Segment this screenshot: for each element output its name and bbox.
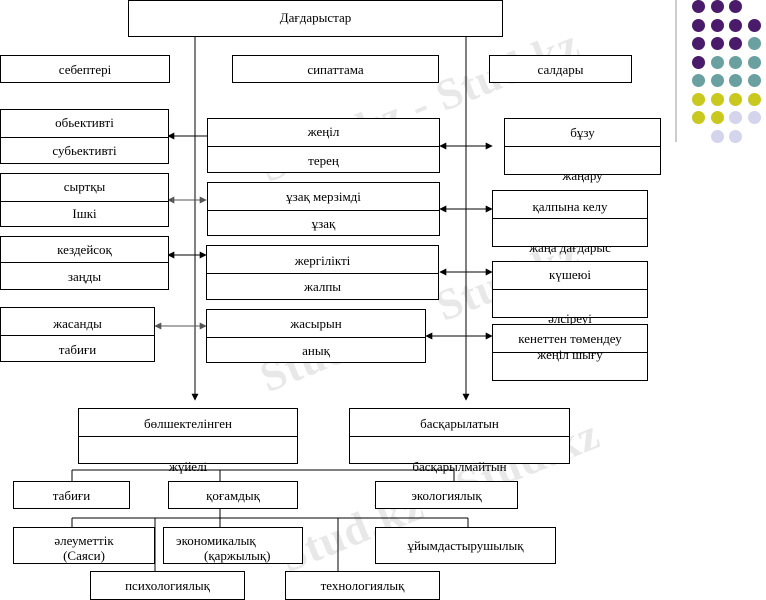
characteristic-pair-1: жеңіл терең bbox=[207, 118, 440, 173]
decorative-dot bbox=[747, 55, 761, 69]
consequence-pair-1: бұзу bbox=[504, 118, 661, 175]
decorative-dot bbox=[729, 111, 742, 124]
decorative-dot bbox=[729, 37, 742, 50]
characteristic-pair-3: жергілікті жалпы bbox=[206, 245, 439, 300]
decorative-dot bbox=[692, 111, 705, 124]
consequence-3-b: әлсіреуі bbox=[548, 311, 592, 326]
decorative-dot bbox=[729, 55, 742, 69]
consequences-header: салдары bbox=[489, 55, 632, 83]
decorative-dot bbox=[692, 18, 705, 32]
cause-pair-1: обьективті субьективті bbox=[0, 109, 169, 164]
decorative-dot bbox=[692, 92, 705, 106]
decorative-dot bbox=[692, 74, 705, 87]
managed-box: басқарылатын bbox=[349, 408, 570, 464]
consequence-2-b: жаңа дағдарыс bbox=[529, 240, 611, 255]
decorative-dot bbox=[710, 111, 724, 124]
decorative-dot bbox=[710, 74, 724, 87]
ecological-box: экологиялық bbox=[375, 481, 518, 509]
natural-box: табиғи bbox=[13, 481, 130, 509]
socio-political-box: әлеуметтік (Саяси) bbox=[13, 527, 155, 564]
systemic-label: жүйелі bbox=[168, 459, 208, 474]
technological-box: технологиялық bbox=[285, 571, 440, 600]
psychological-box: психологиялық bbox=[90, 571, 245, 600]
decorative-dot bbox=[747, 111, 761, 124]
characteristic-pair-2: ұзақ мерзімді ұзақ bbox=[207, 182, 440, 236]
decorative-dot bbox=[710, 129, 724, 143]
consequence-pair-3: күшеюі bbox=[492, 261, 648, 318]
characteristic-pair-4: жасырын анық bbox=[206, 309, 426, 363]
title-box: Дағдарыстар bbox=[128, 0, 503, 37]
economic-box: экономикалық (қаржылық) bbox=[163, 527, 303, 564]
decorative-dot bbox=[747, 37, 761, 50]
consequence-pair-4: кенеттен төмендеу жеңіл шығу bbox=[492, 324, 648, 381]
decorative-dot bbox=[729, 74, 742, 87]
decorative-dot bbox=[710, 55, 724, 69]
decorative-dot bbox=[710, 18, 724, 32]
organizational-box: ұйымдастырушылық bbox=[375, 527, 556, 564]
decorative-dot bbox=[710, 0, 724, 13]
cause-pair-3: кездейсоқ заңды bbox=[0, 236, 169, 290]
decorative-dot bbox=[729, 0, 742, 13]
social-box: қоғамдық bbox=[168, 481, 298, 509]
decorative-dot bbox=[729, 129, 742, 143]
consequence-pair-2: қалпына келу bbox=[492, 190, 648, 247]
cause-pair-2: сыртқы Ішкі bbox=[0, 173, 169, 227]
decorative-dot bbox=[729, 92, 742, 106]
decorative-dot bbox=[710, 92, 724, 106]
diagram-title: Дағдарыстар bbox=[279, 10, 352, 25]
causes-header: себептері bbox=[0, 55, 170, 83]
decorative-dot bbox=[692, 55, 705, 69]
decorative-dot bbox=[729, 18, 742, 32]
cause-pair-4: жасанды табиғи bbox=[0, 307, 155, 362]
decorative-dot bbox=[747, 74, 761, 87]
decorative-dot bbox=[692, 37, 705, 50]
fragmented-box: бөлшектелінген bbox=[78, 408, 298, 464]
decorative-dot bbox=[747, 18, 761, 32]
decorative-dot bbox=[747, 92, 761, 106]
decorative-dot bbox=[710, 37, 724, 50]
decorative-dot bbox=[692, 0, 705, 13]
character-header: сипаттама bbox=[232, 55, 439, 83]
unmanaged-label: басқарылмайтын bbox=[412, 459, 507, 474]
consequence-1-b: жаңару bbox=[562, 168, 603, 183]
